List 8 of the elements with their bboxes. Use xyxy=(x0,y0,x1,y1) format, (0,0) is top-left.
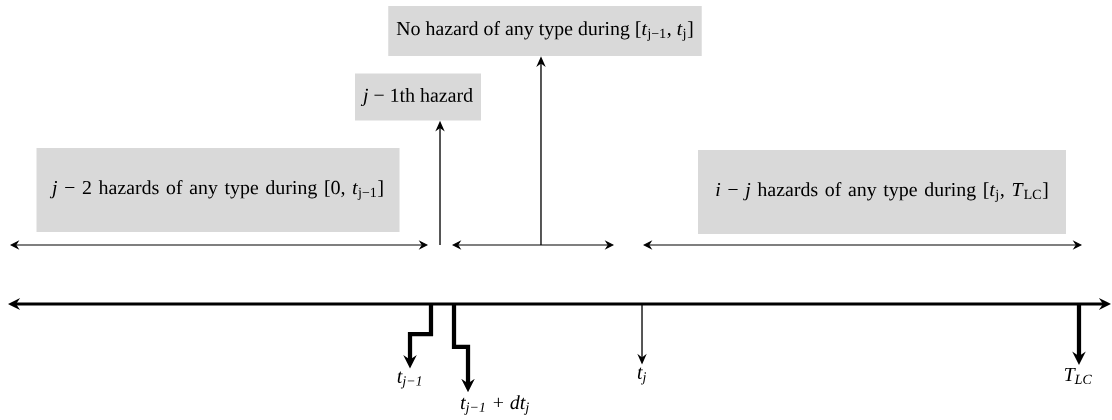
axis-label: T$_{LC}$ xyxy=(1064,368,1092,384)
text-box: No hazard of any type during [t$_{j−1}$, t$_{j}$] xyxy=(388,6,702,57)
axis-label: t$_{j}$ xyxy=(637,367,647,385)
axis-label: t$_{j−1}$ + dt$_{j}$ xyxy=(460,395,529,415)
text-box: j − 1th hazard xyxy=(355,73,481,121)
axis-label: t$_{j−1}$ xyxy=(397,371,422,389)
text-box: i − j hazards of any type during [t$_{j}$, T$_{LC}$] xyxy=(698,150,1066,234)
text-box: j− 2 hazards of any type during [0, t$_{j−1}$] xyxy=(36,148,400,232)
